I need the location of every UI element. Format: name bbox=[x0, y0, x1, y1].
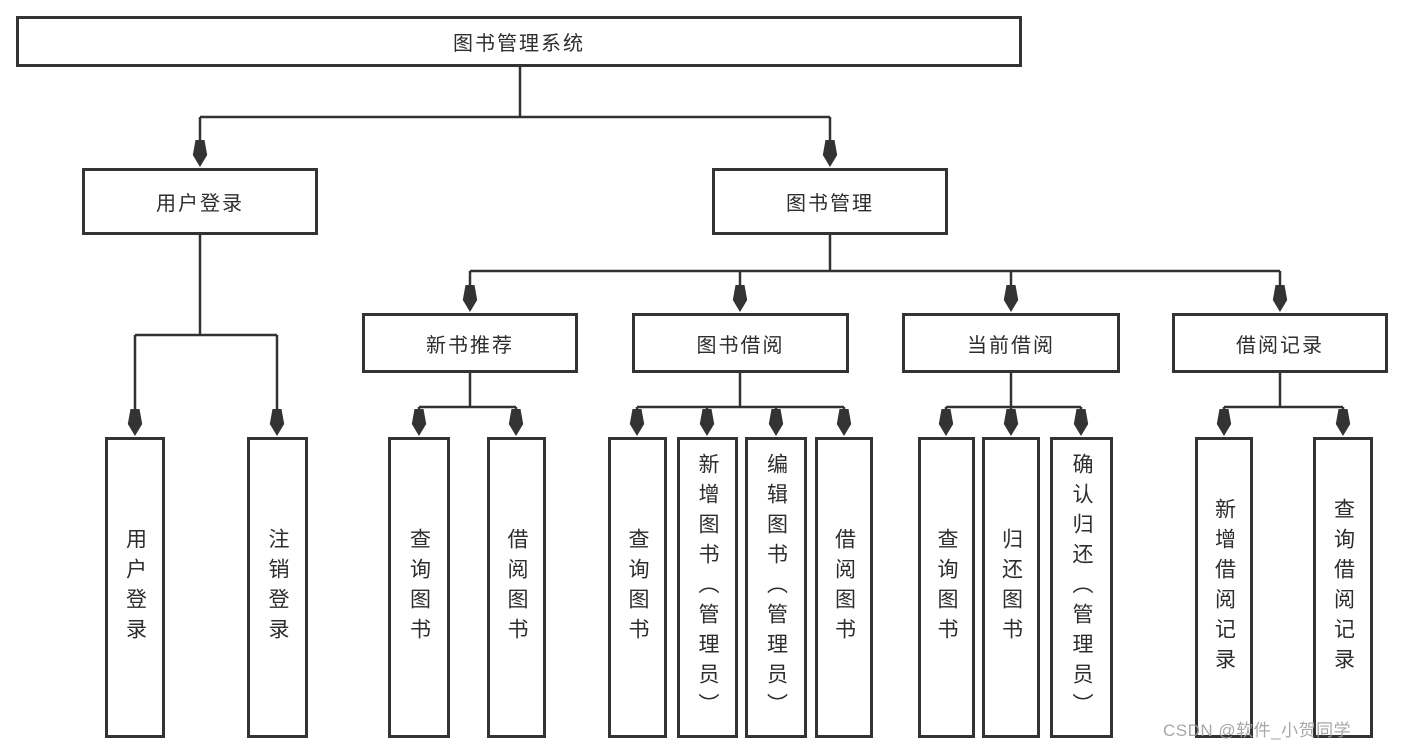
node-label: 查询借阅记录 bbox=[1331, 497, 1355, 678]
node-label: 图书管理系统 bbox=[453, 33, 585, 55]
node-label: 新增图书（管理员） bbox=[696, 452, 719, 723]
node-label: 归还图书 bbox=[999, 527, 1023, 648]
connector-root-split bbox=[198, 67, 832, 164]
node-leaf-user-login: 用户登录 bbox=[105, 437, 165, 738]
node-current-borrowing: 当前借阅 bbox=[902, 313, 1120, 373]
connector-bookmgmt-split bbox=[468, 235, 1282, 309]
connector-newbook-split bbox=[417, 373, 518, 433]
arrowhead-icon bbox=[1335, 409, 1351, 436]
arrowhead-icon bbox=[1073, 409, 1089, 436]
node-leaf-query-book-2: 查询图书 bbox=[608, 437, 667, 738]
node-leaf-add-borrow-record: 新增借阅记录 bbox=[1195, 437, 1253, 738]
connector-borrowrec-split bbox=[1222, 373, 1345, 433]
arrowhead-icon bbox=[127, 409, 143, 436]
node-label: 用户登录 bbox=[123, 527, 147, 648]
arrowhead-icon bbox=[732, 285, 748, 312]
node-leaf-confirm-return-admin: 确认归还（管理员） bbox=[1050, 437, 1113, 738]
arrowhead-icon bbox=[462, 285, 478, 312]
arrowhead-icon bbox=[1003, 285, 1019, 312]
node-new-book-recommend: 新书推荐 bbox=[362, 313, 578, 373]
node-label: 图书管理 bbox=[786, 193, 874, 215]
node-leaf-query-book-3: 查询图书 bbox=[918, 437, 975, 738]
arrowhead-icon bbox=[938, 409, 954, 436]
arrowhead-icon bbox=[411, 409, 427, 436]
node-leaf-borrow-book-2: 借阅图书 bbox=[815, 437, 873, 738]
node-label: 图书借阅 bbox=[696, 334, 785, 357]
node-label: 借阅图书 bbox=[505, 527, 528, 648]
node-library-system: 图书管理系统 bbox=[16, 16, 1022, 67]
node-leaf-return-book: 归还图书 bbox=[982, 437, 1040, 738]
node-label: 查询图书 bbox=[626, 527, 649, 648]
arrowhead-icon bbox=[1272, 285, 1288, 312]
node-label: 用户登录 bbox=[156, 193, 244, 215]
arrowhead-icon bbox=[629, 409, 645, 436]
node-label: 查询图书 bbox=[935, 527, 958, 648]
watermark: CSDN @软件_小贺同学 bbox=[1163, 721, 1352, 740]
node-leaf-logout: 注销登录 bbox=[247, 437, 308, 738]
arrowheads-group bbox=[127, 140, 1351, 436]
node-label: 注销登录 bbox=[266, 527, 289, 648]
arrowhead-icon bbox=[269, 409, 285, 436]
node-label: 当前借阅 bbox=[967, 334, 1055, 357]
node-user-login: 用户登录 bbox=[82, 168, 318, 235]
node-label: 确认归还（管理员） bbox=[1070, 452, 1093, 723]
arrowhead-icon bbox=[836, 409, 852, 436]
node-leaf-edit-book-admin: 编辑图书（管理员） bbox=[745, 437, 807, 738]
node-leaf-borrow-book-1: 借阅图书 bbox=[487, 437, 546, 738]
node-book-management: 图书管理 bbox=[712, 168, 948, 235]
arrowhead-icon bbox=[768, 409, 784, 436]
node-leaf-query-book-1: 查询图书 bbox=[388, 437, 450, 738]
node-label: 查询图书 bbox=[407, 527, 431, 648]
arrowhead-icon bbox=[822, 140, 838, 167]
node-label: 新书推荐 bbox=[426, 334, 514, 357]
node-leaf-query-borrow-record: 查询借阅记录 bbox=[1313, 437, 1373, 738]
arrowhead-icon bbox=[192, 140, 208, 167]
arrowhead-icon bbox=[508, 409, 524, 436]
connector-bookborrow-split bbox=[635, 373, 846, 433]
arrowhead-icon bbox=[1003, 409, 1019, 436]
node-label: 借阅图书 bbox=[832, 527, 856, 648]
node-label: 编辑图书（管理员） bbox=[764, 452, 788, 723]
node-label: 新增借阅记录 bbox=[1212, 497, 1236, 678]
node-borrowing-records: 借阅记录 bbox=[1172, 313, 1388, 373]
node-label: 借阅记录 bbox=[1236, 334, 1324, 357]
arrowhead-icon bbox=[699, 409, 715, 436]
node-leaf-add-book-admin: 新增图书（管理员） bbox=[677, 437, 738, 738]
node-book-borrowing: 图书借阅 bbox=[632, 313, 849, 373]
connector-userlogin-split bbox=[133, 235, 279, 433]
arrowhead-icon bbox=[1216, 409, 1232, 436]
